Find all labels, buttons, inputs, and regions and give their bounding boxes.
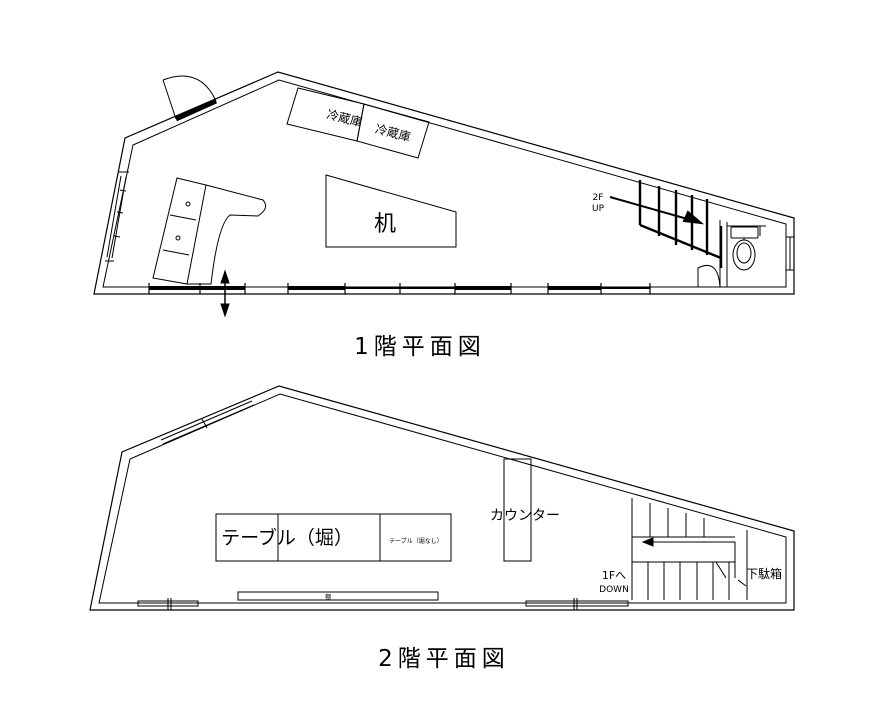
floor1-right-window [785, 236, 795, 271]
floor1-stairs [638, 180, 723, 268]
floor1-inner-wall [102, 79, 787, 288]
floor1-stairs-up-line2: UP [592, 204, 605, 214]
floor2-counter [503, 458, 532, 562]
floor1-kitchen-counter [152, 177, 267, 285]
floor2-front-window-right [525, 598, 629, 610]
floor2-table-sunken-label: テーブル（堀） [221, 526, 353, 549]
floor1-fridge-2-label: 冷蔵庫 [374, 122, 412, 144]
floor2-stair-markers [715, 561, 747, 587]
floor2-front-window-left [137, 598, 199, 610]
floor2-bench [237, 591, 439, 601]
floor2-table-sunken [215, 513, 452, 562]
floor2-bench-label: 棚 [325, 593, 331, 601]
floor1-toilet [730, 226, 759, 271]
floor1-entrance-door [162, 75, 218, 122]
floor2-inner-wall [98, 393, 787, 604]
floor1-outer-wall [93, 71, 795, 295]
floor2-outer-wall [89, 385, 795, 611]
floor1-sliding-arrow [220, 269, 230, 318]
floor1-plan [93, 71, 795, 318]
floor2-table-plain-label: テーブル（堀なし） [389, 537, 443, 545]
floor1-facade-posts [148, 283, 651, 294]
floor1-toilet-room [697, 220, 766, 288]
floor1-fridge-1-label: 冷蔵庫 [325, 107, 363, 129]
floor2-plan [89, 385, 795, 611]
floor2-stairs-down-line2: DOWN [599, 585, 629, 595]
floor1-left-window [105, 171, 129, 262]
floor1-stairs-arrow [609, 196, 705, 225]
floor2-shoe-box-label: 下駄箱 [746, 566, 782, 581]
floor1-title: 1階平面図 [354, 334, 486, 360]
floor2-stairs-down-line1: 1Fへ [602, 569, 626, 582]
floor1-desk-label: 机 [374, 212, 396, 237]
floor2-stairs-arrow [641, 537, 736, 578]
floor1-fridge-2 [356, 103, 430, 159]
floor2-counter-label: カウンター [490, 508, 560, 524]
floor1-desk [325, 174, 457, 248]
floor2-title: 2階平面図 [378, 646, 510, 672]
floor2-stairs [631, 498, 748, 600]
floor2-upper-window [160, 400, 255, 445]
floor1-stairs-up-line1: 2F [593, 193, 604, 203]
